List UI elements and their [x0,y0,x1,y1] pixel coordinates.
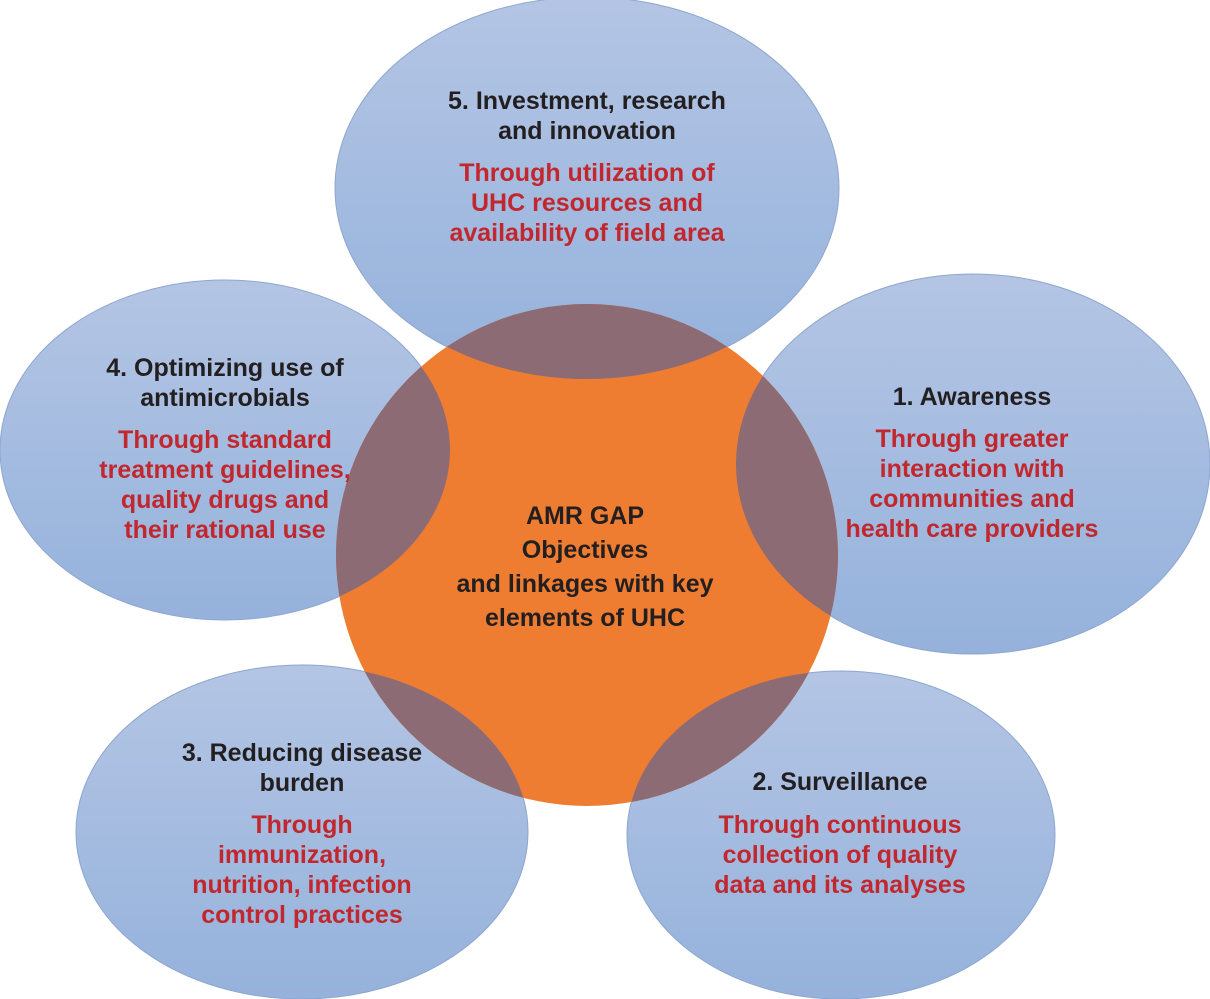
overlap-2 [627,671,838,806]
objective-5-desc: Through utilization of UHC resources and… [449,159,725,247]
objective-2-title: 2. Surveillance [752,768,928,796]
objective-4-title: 4. Optimizing use of antimicrobials [106,354,344,412]
objective-1-title: 1. Awareness [892,383,1052,411]
objective-1-desc: Through greater interaction with communi… [845,425,1099,543]
objective-2-desc: Through continuous collection of quality… [714,811,966,899]
objective-3-title: 3. Reducing disease burden [181,739,423,797]
objective-3-desc: Through immunization, nutrition, infecti… [192,811,412,929]
center-circle [336,304,838,806]
center-label: AMR GAP Objectives and linkages with key… [456,502,714,632]
objective-5-title: 5. Investment, research and innovation [448,87,726,145]
objective-4-desc: Through standard treatment guidelines, q… [99,426,351,544]
objective-3-circle [75,664,529,999]
